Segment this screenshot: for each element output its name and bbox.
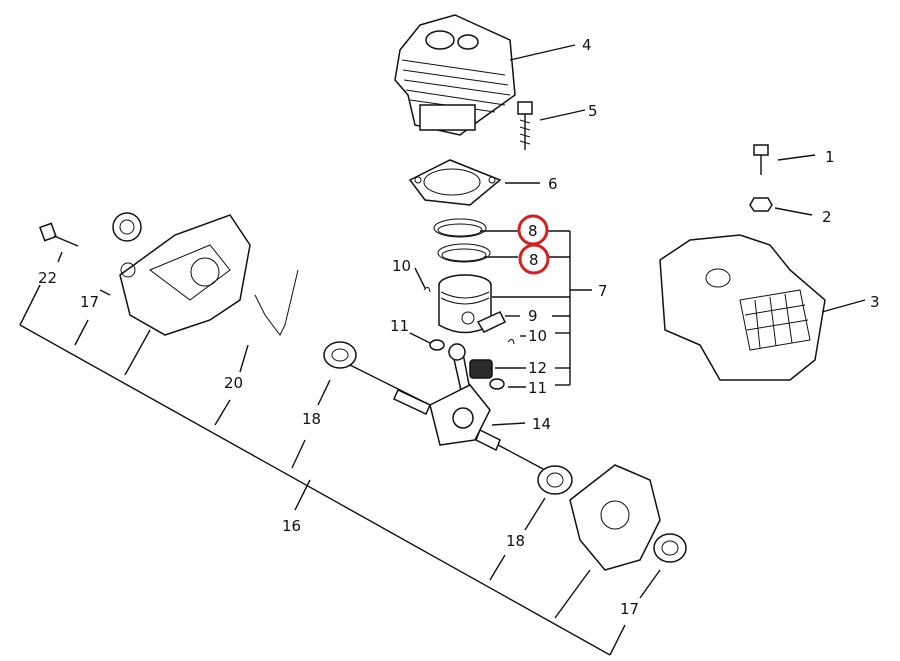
callout-17-left: 17 [80, 293, 99, 311]
callout-4: 4 [582, 36, 592, 54]
callout-2: 2 [822, 208, 832, 226]
clips-washers-part [423, 286, 515, 390]
callout-7: 7 [598, 282, 608, 300]
callout-6: 6 [548, 175, 558, 193]
callout-17-right: 17 [620, 600, 639, 618]
crankcase-gasket-part [254, 269, 299, 336]
callout-14: 14 [532, 415, 551, 433]
bolt-part [517, 101, 533, 150]
callout-16: 16 [282, 517, 301, 535]
callout-3: 3 [870, 293, 880, 311]
needle-bearing-part [469, 359, 493, 379]
callout-12: 12 [528, 359, 547, 377]
crankcase-right-part [569, 464, 661, 571]
oil-seal-part [112, 212, 687, 563]
cylinder-cover-part [659, 234, 826, 381]
callout-20: 20 [224, 374, 243, 392]
piston-part [438, 274, 507, 334]
highlight-circle-8-lower [518, 243, 550, 275]
cylinder-part [394, 14, 516, 136]
gasket-part [408, 159, 502, 206]
callout-18-left: 18 [302, 410, 321, 428]
callout-22: 22 [38, 269, 57, 287]
bearing-part [323, 341, 573, 495]
screw-nut-part [749, 144, 773, 212]
callout-18-right: 18 [506, 532, 525, 550]
long-bolt-part [39, 222, 79, 247]
callout-8-upper: 8 [528, 222, 538, 240]
callout-1: 1 [825, 148, 835, 166]
callout-11-right: 11 [528, 379, 547, 397]
leader-lines [19, 44, 866, 656]
callout-11-left: 11 [390, 317, 409, 335]
callout-10-left: 10 [392, 257, 411, 275]
callout-8-lower: 8 [529, 251, 539, 269]
callout-10-right: 10 [528, 327, 547, 345]
crankshaft-part [349, 343, 546, 471]
piston-rings-part [433, 218, 491, 263]
callout-9: 9 [528, 307, 538, 325]
crankcase-left-part [119, 214, 251, 336]
callout-5: 5 [588, 102, 598, 120]
